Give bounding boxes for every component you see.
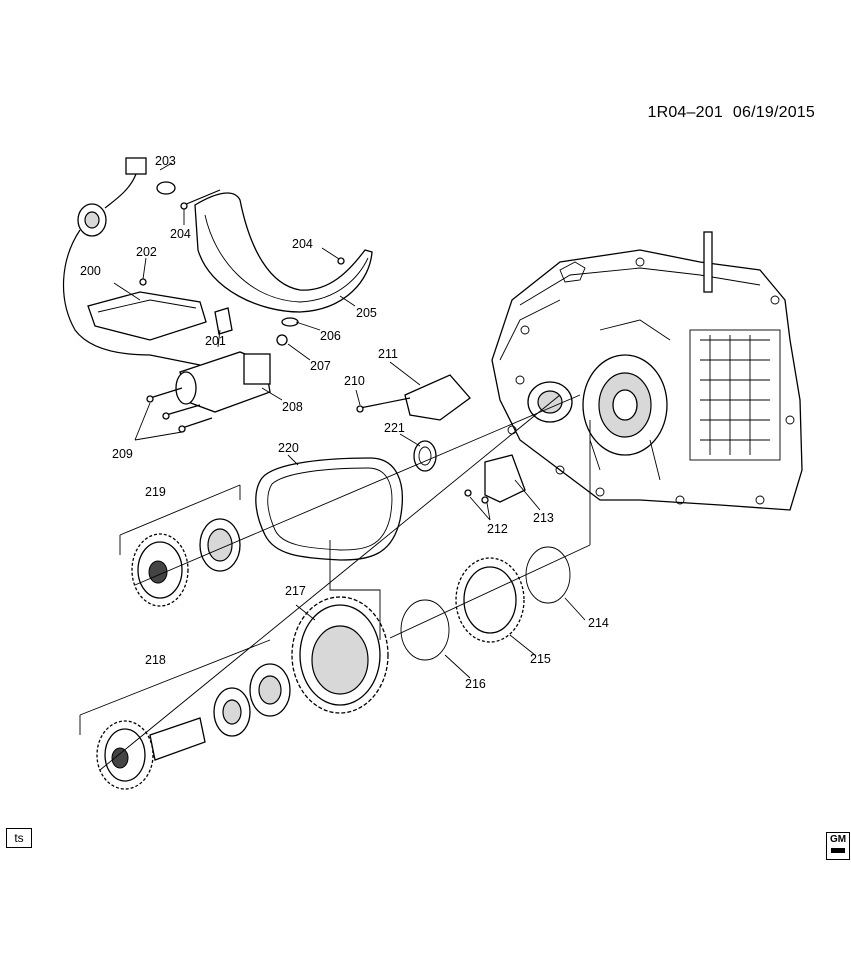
mount-brackets [356,374,526,504]
callout-201: 201 [205,334,226,348]
ts-label-box: ts [6,828,32,848]
callout-204-a: 204 [170,227,191,241]
callout-216: 216 [465,677,486,691]
snap-ring-214 [525,546,571,604]
housing-cover [180,189,373,327]
callout-200: 200 [80,264,101,278]
callout-212: 212 [487,522,508,536]
callout-labels: 200 201 202 203 204 204 205 206 207 208 … [80,154,609,691]
callout-221: 221 [384,421,405,435]
callout-213: 213 [533,511,554,525]
callout-209: 209 [112,447,133,461]
callout-207: 207 [310,359,331,373]
callout-203: 203 [155,154,176,168]
snap-ring-216 [400,599,450,661]
callout-202: 202 [136,245,157,259]
callout-220: 220 [278,441,299,455]
callout-204-b: 204 [292,237,313,251]
drive-chain [255,457,404,561]
diagram-header: 1R04–201 06/19/2015 [647,104,815,122]
position-sensor-harness [62,157,288,366]
callout-205: 205 [356,306,377,320]
drive-gear-219 [131,518,241,607]
callout-206: 206 [320,329,341,343]
seal-221 [413,440,437,472]
diagram-code: 1R04–201 [647,104,723,121]
leader-lines [79,162,591,771]
transmission-case [491,231,803,511]
callout-219: 219 [145,485,166,499]
driven-gear-217 [291,596,389,714]
gm-logo: GM [826,832,850,860]
solenoid-assembly [146,351,271,433]
output-shaft-218 [96,663,291,790]
callout-215: 215 [530,652,551,666]
callout-208: 208 [282,400,303,414]
callout-210: 210 [344,374,365,388]
gm-logo-text: GM [829,834,847,845]
callout-218: 218 [145,653,166,667]
gm-logo-bar [831,848,845,853]
callout-211: 211 [378,347,398,361]
callout-214: 214 [588,616,609,630]
diagram-date: 06/19/2015 [732,104,815,121]
ring-gear-215 [455,557,525,643]
callout-217: 217 [285,584,306,598]
